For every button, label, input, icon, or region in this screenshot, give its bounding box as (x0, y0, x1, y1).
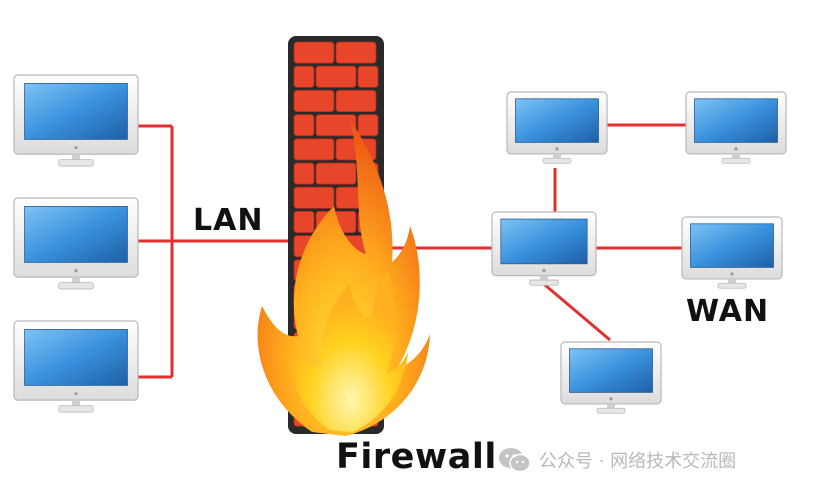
power-led (74, 269, 78, 273)
brick (293, 114, 315, 137)
monitor-screen (500, 218, 588, 265)
lan-monitor-2 (13, 197, 139, 290)
monitor-screen (24, 83, 128, 140)
monitor-stand (596, 407, 626, 414)
firewall-label: Firewall (336, 437, 497, 477)
brick (315, 162, 357, 185)
monitor-stand (542, 157, 572, 164)
wechat-icon (499, 448, 531, 473)
monitor-neck (607, 403, 615, 409)
brick (315, 65, 357, 88)
router-to-bottom-monitor-link (544, 283, 611, 342)
monitor-screen (24, 329, 128, 386)
wan-monitor-right (681, 216, 783, 289)
power-led (734, 147, 738, 151)
wan-label: WAN (686, 294, 770, 329)
monitor-neck (72, 154, 80, 160)
brick (357, 65, 379, 88)
monitor-neck (728, 278, 736, 284)
wan-router-monitor (491, 211, 597, 286)
monitor-neck (540, 275, 548, 281)
monitor-screen (690, 223, 774, 268)
brick (293, 90, 335, 113)
brick (293, 138, 335, 161)
brick (357, 114, 379, 137)
wan-monitor-top-left (506, 91, 608, 164)
power-led (555, 147, 559, 151)
brick (293, 186, 335, 209)
wan-monitor-top-right (685, 91, 787, 164)
brick (293, 41, 335, 64)
brick (315, 114, 357, 137)
monitor-screen (569, 348, 653, 393)
wan-monitor-bottom (560, 341, 662, 414)
fire-flame (257, 120, 430, 436)
monitor-neck (72, 277, 80, 283)
monitor-stand (58, 282, 94, 290)
watermark-text: 公众号 · 网络技术交流圈 (539, 451, 737, 472)
lan-label: LAN (193, 203, 264, 238)
monitor-neck (732, 153, 740, 159)
brick (335, 41, 377, 64)
power-led (542, 268, 546, 273)
monitor-stand (58, 159, 94, 167)
brick (293, 65, 315, 88)
brick (335, 90, 377, 113)
brick (293, 162, 315, 185)
lan-monitor-3 (13, 320, 139, 413)
lan-monitor-1 (13, 74, 139, 167)
monitor-neck (553, 153, 561, 159)
monitor-stand (721, 157, 751, 164)
monitor-neck (72, 400, 80, 406)
brick (293, 210, 315, 233)
monitors (13, 74, 787, 414)
power-led (74, 146, 78, 150)
power-led (74, 392, 78, 396)
monitor-stand (717, 282, 747, 289)
monitor-stand (529, 279, 559, 286)
flame-inner (293, 270, 408, 432)
watermark: 公众号 · 网络技术交流圈 (497, 445, 736, 475)
monitor-screen (694, 98, 778, 143)
monitor-screen (24, 206, 128, 263)
monitor-stand (58, 405, 94, 413)
lan-links (138, 124, 288, 379)
monitor-screen (515, 98, 599, 143)
power-led (730, 272, 734, 276)
power-led (609, 397, 613, 401)
